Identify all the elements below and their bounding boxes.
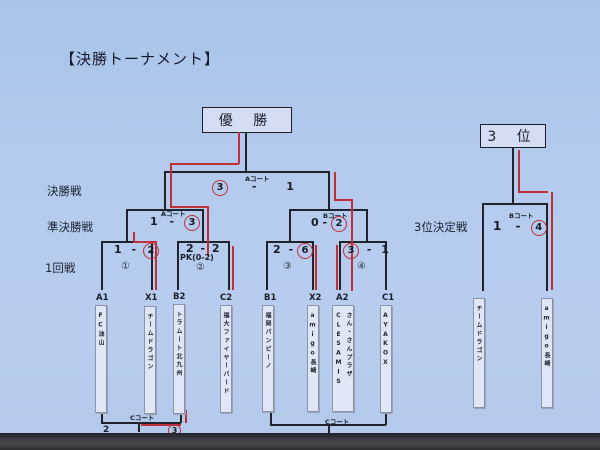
seed-c1: C1 (382, 293, 395, 303)
r1-match2-number: ② (196, 262, 205, 273)
third-court: Bコート (509, 212, 534, 220)
champion-box: 優 勝 (202, 107, 292, 133)
seed-a2: A2 (336, 293, 349, 303)
third-team-card-left: チームドラゴン (473, 298, 485, 408)
team-card-x1: チームドラゴン (144, 306, 156, 414)
third-score: 1 - 4 (493, 219, 547, 236)
seed-b2: B2 (173, 292, 186, 302)
team-card-a2: さん・さんプラザCLESAMIS (332, 305, 354, 412)
page-title: 【決勝トーナメント】 (60, 50, 221, 68)
r1-match1-score: 1 - 2 (114, 243, 159, 259)
team-card-x2: amigo長崎 (307, 305, 319, 412)
r1-match2-score: 2 - 2 (186, 242, 220, 255)
round1-row-label: 1回戦 (45, 261, 76, 275)
final-court: Aコート (245, 175, 270, 183)
third-team-card-right: amigo長崎 (541, 298, 553, 408)
semi1-score: 1 - 3 (150, 215, 200, 231)
r1-match4-number: ④ (357, 261, 366, 272)
final-right-score: 1 (286, 180, 294, 193)
semifinal-row-label: 準決勝戦 (47, 220, 93, 234)
third-place-box: 3 位 (480, 124, 546, 148)
team-card-b1: 福岡パンピーノ (262, 305, 274, 412)
r1-match3-number: ③ (283, 261, 292, 272)
r1-match3-score: 2 - 6 (273, 243, 313, 259)
seed-c2: C2 (220, 293, 233, 303)
team-card-b2: トラムート北九州 (173, 304, 185, 414)
final-row-label: 決勝戦 (47, 184, 82, 198)
team-card-a1: FC油山 (95, 305, 107, 413)
semi1-court: Aコート (161, 210, 186, 218)
photo-bottom-edge (0, 433, 600, 450)
third-place-row-label: 3位決定戦 (414, 220, 468, 234)
seed-x1: X1 (145, 293, 158, 303)
r1-match4-score: 3 - 1 (343, 243, 389, 259)
semi2-score: 0 - 2 (311, 216, 347, 232)
bottom-left-score-left: 2 (103, 425, 110, 435)
final-score: 3 - 1 (212, 180, 294, 196)
bottom-right-court: Cコート (325, 418, 350, 426)
r1-match2-pk: PK(0-2) (180, 253, 214, 262)
r1-match1-number: ① (121, 261, 130, 272)
team-card-c1: AYAKOX (380, 305, 392, 413)
final-left-score: 3 (212, 180, 228, 196)
bottom-left-court: Cコート (130, 414, 155, 422)
seed-x2: X2 (309, 293, 322, 303)
team-card-c2: 福大ファイヤーバード (220, 305, 232, 413)
seed-b1: B1 (264, 293, 277, 303)
seed-a1: A1 (96, 293, 109, 303)
